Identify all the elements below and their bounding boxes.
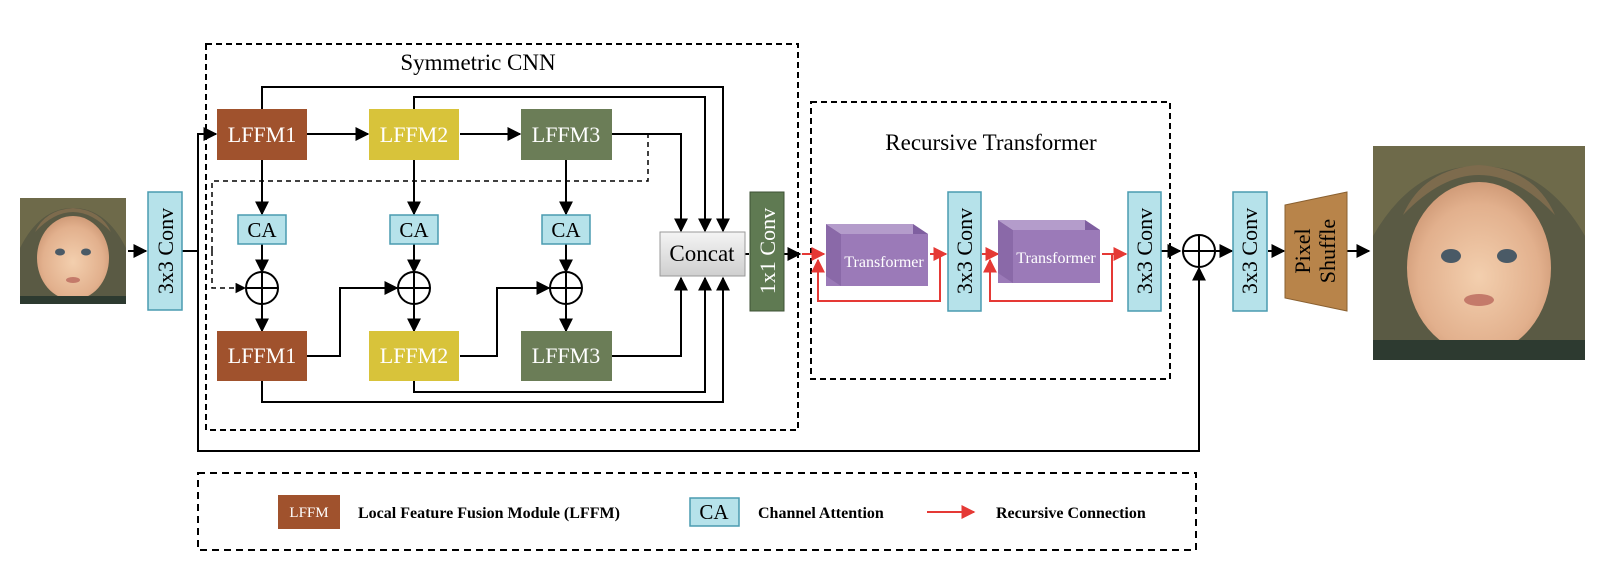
lffm-top-1: LFFM1: [217, 109, 307, 160]
transformer-conv-2: 3x3 Conv: [1127, 191, 1162, 312]
lffm-bottom-3: LFFM3: [521, 331, 612, 381]
legend-lffm-chip: LFFM: [289, 505, 328, 521]
ca-block-1: CA: [237, 214, 287, 245]
lffm-bottom-2-label: LFFM2: [380, 343, 448, 368]
legend-box: [197, 472, 1197, 551]
pixel-shuffle-block: Pixel Shuffle: [1284, 191, 1348, 312]
legend-ca-text: Channel Attention: [758, 505, 884, 522]
plus-node-1: [245, 271, 279, 305]
concat-block: Concat: [659, 231, 746, 277]
pixel-shuffle-label-1: Pixel: [1290, 228, 1315, 273]
connector-lines: [128, 86, 1371, 452]
cnn-group-box: [205, 43, 799, 431]
ca-block-2-label: CA: [399, 218, 429, 242]
lffm-top-3: LFFM3: [521, 109, 612, 160]
pixel-shuffle-label-2: Shuffle: [1315, 219, 1340, 283]
lffm-top-2-label: LFFM2: [380, 122, 448, 147]
legend-ca: CA Channel Attention: [689, 497, 884, 527]
tail-conv-block: 3x3 Conv: [1232, 191, 1268, 312]
lffm-bottom-1: LFFM1: [217, 331, 307, 381]
output-image: [1373, 146, 1585, 360]
lffm-bottom-2: LFFM2: [369, 331, 459, 381]
plus-node-global: [1182, 234, 1216, 268]
lffm-top-3-label: LFFM3: [532, 122, 600, 147]
lffm-top-1-label: LFFM1: [228, 122, 296, 147]
lffm-top-2: LFFM2: [369, 109, 459, 160]
ca-block-3: CA: [541, 214, 591, 245]
transformer-conv-2-label: 3x3 Conv: [1132, 208, 1157, 294]
ca-block-2: CA: [389, 214, 439, 245]
lffm-bottom-1-label: LFFM1: [228, 343, 296, 368]
input-image: [20, 198, 126, 304]
legend-lffm: LFFM Local Feature Fusion Module (LFFM): [278, 495, 620, 529]
legend-ca-chip: CA: [699, 500, 729, 524]
ca-block-1-label: CA: [247, 218, 277, 242]
plus-node-2: [397, 271, 431, 305]
tail-conv-label: 3x3 Conv: [1237, 208, 1262, 294]
legend-lffm-text: Local Feature Fusion Module (LFFM): [358, 505, 620, 522]
legend-ca-swatch: [689, 497, 740, 527]
transformer-1-label: Transformer: [844, 254, 924, 271]
transformer-conv-1: 3x3 Conv: [947, 191, 982, 312]
transformer-group-box: [810, 101, 1171, 380]
legend-recursive-text: Recursive Connection: [996, 505, 1146, 522]
legend-lffm-swatch: [278, 495, 340, 529]
conv1x1-block: 1x1 Conv: [749, 191, 785, 312]
transformer-group-title: Recursive Transformer: [885, 130, 1097, 155]
recursive-connections: [802, 247, 1128, 302]
cnn-group-title: Symmetric CNN: [400, 50, 556, 75]
conv1x1-label: 1x1 Conv: [755, 208, 780, 294]
input-conv-label: 3x3 Conv: [153, 208, 178, 294]
legend-recursive: Recursive Connection: [927, 505, 1146, 522]
transformer-block-1: Transformer: [826, 224, 928, 286]
concat-label: Concat: [669, 241, 735, 266]
transformer-block-2: Transformer: [998, 220, 1100, 283]
input-conv-block: 3x3 Conv: [147, 191, 183, 311]
lffm-bottom-3-label: LFFM3: [532, 343, 600, 368]
plus-node-3: [549, 271, 583, 305]
transformer-conv-1-label: 3x3 Conv: [952, 208, 977, 294]
ca-block-3-label: CA: [551, 218, 581, 242]
transformer-2-label: Transformer: [1016, 250, 1096, 267]
